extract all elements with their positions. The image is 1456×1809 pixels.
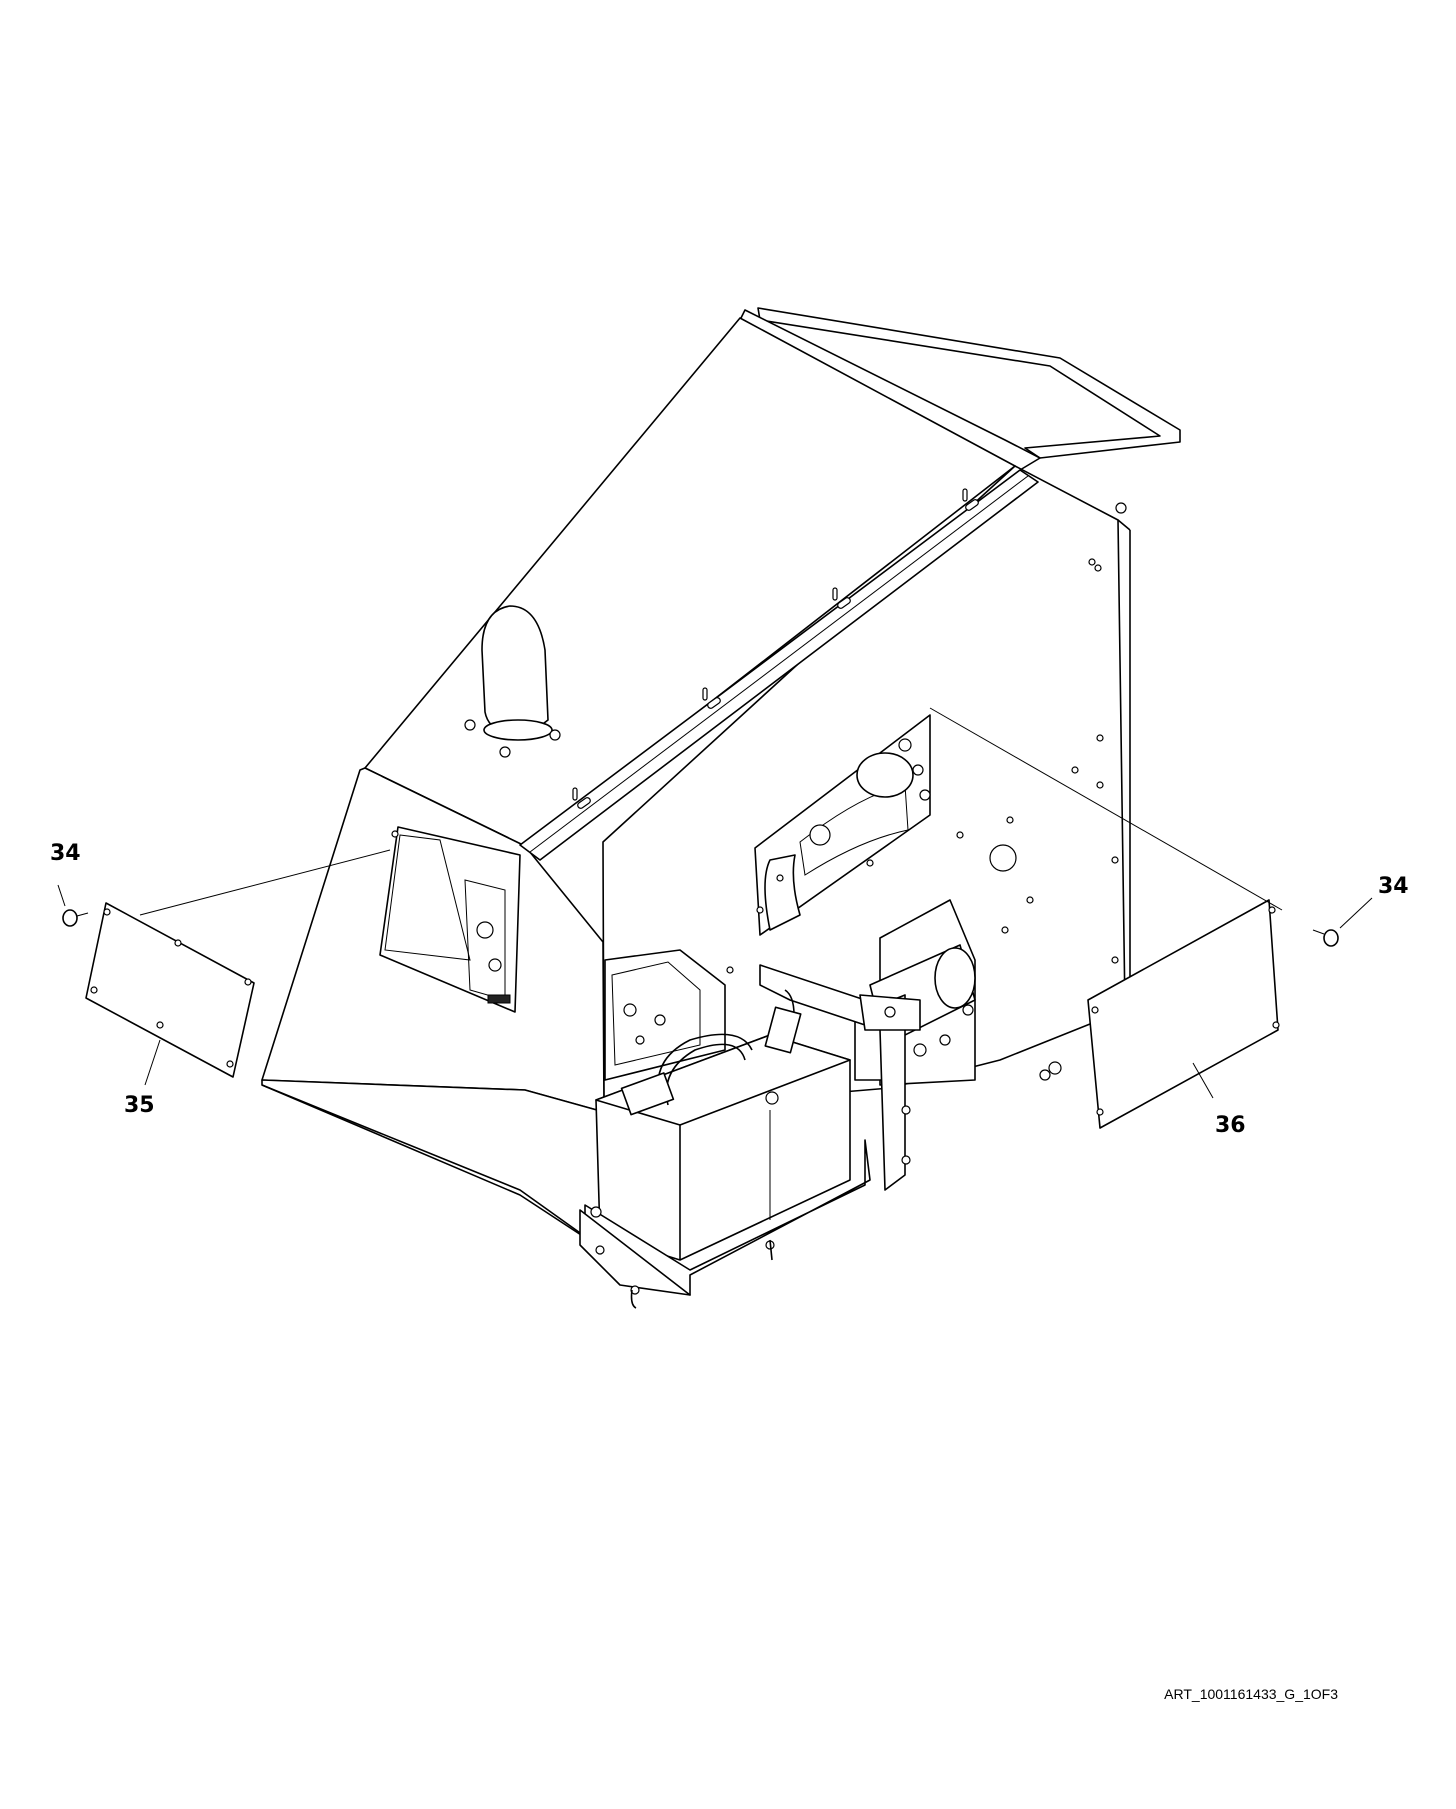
left-cover-plate bbox=[85, 902, 255, 1078]
rail-slots bbox=[572, 488, 979, 809]
side-upper-opening bbox=[754, 714, 931, 936]
trim-rail bbox=[519, 469, 1039, 861]
panel-holes bbox=[726, 558, 1119, 974]
mount-stud bbox=[1048, 1061, 1062, 1075]
housing-assembly bbox=[261, 307, 1181, 1309]
battery bbox=[595, 989, 851, 1261]
front-lower-panel bbox=[261, 1079, 605, 1251]
leader-lines bbox=[57, 707, 1373, 1099]
callout-34-left: 34 bbox=[50, 841, 81, 866]
callout-34-right: 34 bbox=[1378, 874, 1409, 899]
art-number-label: ART_1001161433_G_1OF3 bbox=[1164, 1686, 1338, 1702]
mount-stud bbox=[1039, 1069, 1051, 1081]
mount-stud bbox=[1115, 502, 1127, 514]
battery-tray bbox=[579, 1139, 871, 1309]
front-lip bbox=[261, 1084, 605, 1251]
edge-line bbox=[1117, 519, 1131, 531]
callout-36: 36 bbox=[1215, 1113, 1246, 1138]
trim-rail-edge bbox=[529, 475, 1029, 853]
right-cover-plate bbox=[1087, 899, 1280, 1129]
top-cover-rear-flap bbox=[757, 307, 1181, 459]
right-knob-fastener bbox=[1312, 929, 1339, 947]
battery-bracket bbox=[759, 964, 921, 1191]
left-knob-fastener bbox=[62, 909, 89, 927]
electrical-cavity bbox=[604, 949, 726, 1081]
exhaust-stack bbox=[464, 605, 561, 758]
callout-35: 35 bbox=[124, 1093, 155, 1118]
front-access-opening bbox=[379, 826, 521, 1013]
